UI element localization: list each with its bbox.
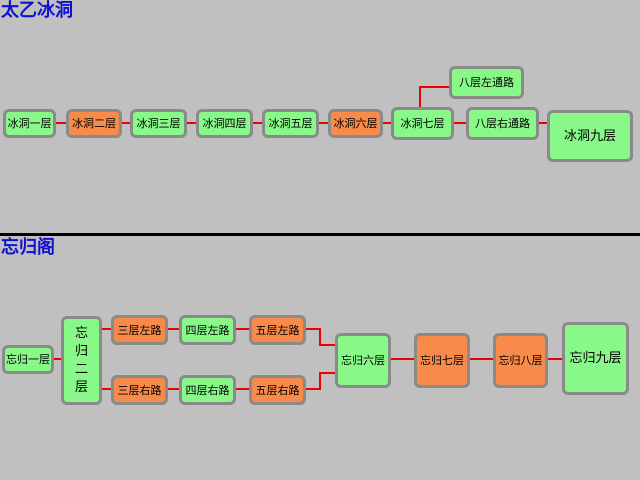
node-binglong-8-right[interactable]: 八层右通路 (466, 107, 539, 140)
node-wanggui-5-right[interactable]: 五层右路 (249, 375, 306, 405)
node-binglong-8-left[interactable]: 八层左通路 (449, 66, 524, 99)
node-binglong-4[interactable]: 冰洞四层 (196, 109, 253, 138)
node-wanggui-1[interactable]: 忘归一层 (2, 345, 54, 374)
node-wanggui-4-right[interactable]: 四层右路 (179, 375, 236, 405)
node-binglong-2[interactable]: 冰洞二层 (66, 109, 122, 138)
node-wanggui-4-left[interactable]: 四层左路 (179, 315, 236, 345)
section-title-wangguige: 忘归阁 (1, 237, 55, 258)
node-binglong-6[interactable]: 冰洞六层 (328, 109, 383, 138)
node-wanggui-5-left[interactable]: 五层左路 (249, 315, 306, 345)
link-wg5l-wg6 (305, 328, 335, 346)
node-binglong-7[interactable]: 冰洞七层 (391, 107, 454, 140)
node-wanggui-8[interactable]: 忘归八层 (493, 333, 548, 388)
node-binglong-3[interactable]: 冰洞三层 (130, 109, 187, 138)
section-title-binglong: 太乙冰洞 (1, 0, 73, 21)
node-wanggui-3-right[interactable]: 三层右路 (111, 375, 168, 405)
section-divider (0, 233, 640, 236)
node-binglong-1[interactable]: 冰洞一层 (3, 109, 56, 138)
node-wanggui-3-left[interactable]: 三层左路 (111, 315, 168, 345)
node-binglong-9[interactable]: 冰洞九层 (547, 110, 633, 162)
node-wanggui-6[interactable]: 忘归六层 (335, 333, 391, 388)
node-binglong-5[interactable]: 冰洞五层 (262, 109, 319, 138)
link-wg5r-wg6 (305, 372, 335, 390)
node-wanggui-7[interactable]: 忘归七层 (414, 333, 470, 388)
node-wanggui-2-label: 忘归二层 (74, 325, 88, 395)
node-wanggui-9[interactable]: 忘归九层 (562, 322, 629, 395)
node-wanggui-2[interactable]: 忘归二层 (61, 316, 102, 405)
link-bd7-bd8l (419, 86, 449, 108)
